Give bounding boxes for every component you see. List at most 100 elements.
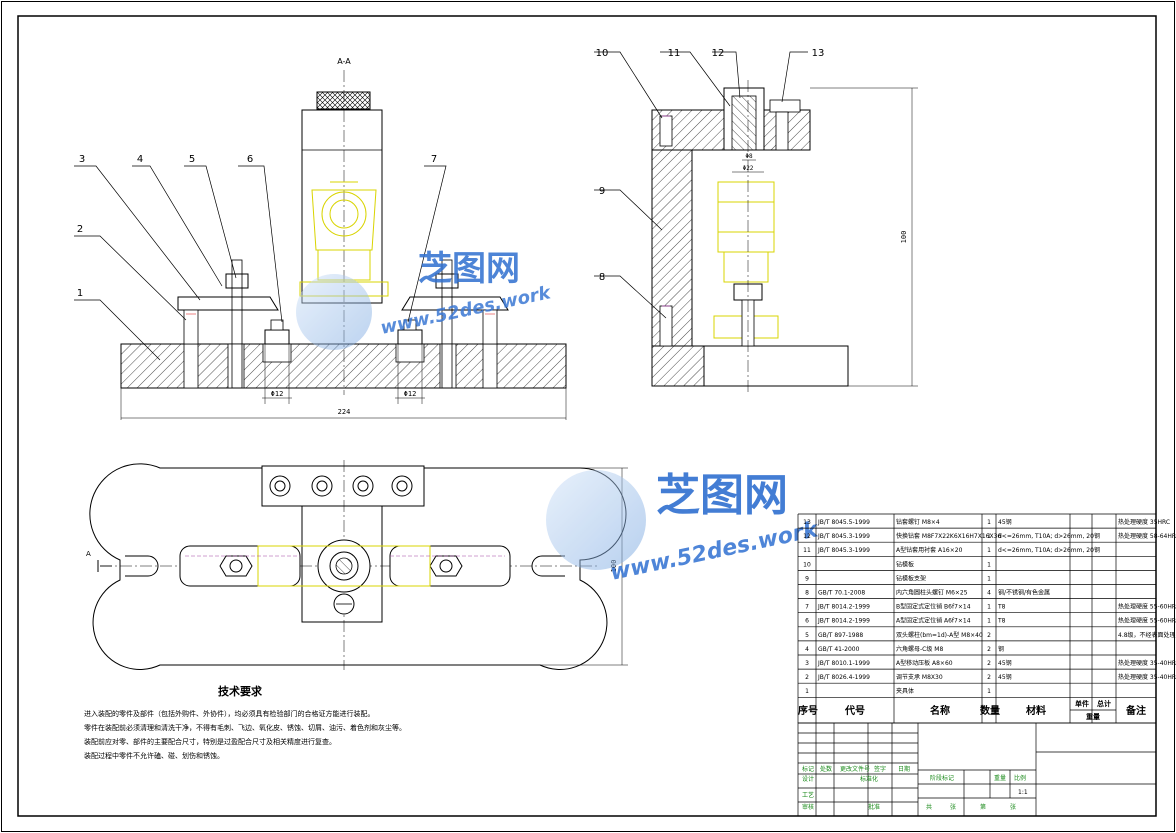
tb-sheets-unit1: 张 — [950, 803, 956, 811]
bom-material: T8 — [997, 618, 1006, 625]
bom-name: A型钻套用衬套 A16×20 — [896, 546, 963, 554]
balloon-2: 2 — [77, 224, 83, 235]
tech-requirements: 技术要求 进入装配的零件及部件（包括外购件、外协件），均必须具有检验部门的合格证… — [84, 684, 406, 760]
bom-name: 内六角圆柱头螺钉 M6×25 — [896, 589, 968, 597]
bom-header-qty: 数量 — [980, 704, 1000, 717]
bom-remark: 热处理硬度 55-60HRC — [1118, 617, 1176, 625]
front-section-view: A-A — [120, 57, 567, 420]
bom-material: d<=26mm, T10A; d>26mm, 20钢 — [998, 532, 1100, 540]
tech-line-3: 装配前应对零、部件的主要配合尺寸，特别是过盈配合尺寸及相关精度进行复查。 — [84, 737, 336, 746]
balloon-7: 7 — [431, 154, 437, 165]
balloon-1: 1 — [77, 288, 83, 299]
bom-qty: 1 — [987, 519, 991, 526]
bom-code: GB/T 70.1-2008 — [818, 590, 865, 597]
section-label: A-A — [337, 57, 351, 66]
bom-qty: 1 — [987, 533, 991, 540]
bom-material: T8 — [997, 604, 1006, 611]
bom-name: 钻模板 — [896, 560, 914, 568]
tb-scale-value: 1:1 — [1018, 789, 1028, 796]
bom-seq: 8 — [805, 590, 809, 597]
tb-review: 审核 — [802, 803, 814, 811]
bom-seq: 2 — [805, 674, 809, 681]
bom-qty: 4 — [987, 590, 991, 597]
bom-name: 双头螺柱(bm=1d)-A型 M8×40 — [896, 631, 983, 639]
bom-qty: 1 — [987, 688, 991, 695]
balloon-11: 11 — [668, 48, 681, 59]
bom-seq: 9 — [805, 575, 809, 582]
bom-qty: 1 — [987, 547, 991, 554]
tech-requirements-title: 技术要求 — [218, 684, 263, 698]
bom-qty: 2 — [987, 632, 991, 639]
view-arrow-label: A — [86, 550, 91, 558]
side-section-view: Φ8 Φ22 100 — [651, 80, 918, 395]
bom-remark: 热处理硬度 35HRC — [1118, 518, 1170, 526]
dim-side-height: 100 — [900, 231, 908, 244]
tb-col-sign: 签字 — [874, 765, 886, 773]
bom-header-code: 代号 — [844, 704, 865, 717]
bom-qty: 1 — [987, 561, 991, 568]
bom-code: GB/T 41-2000 — [818, 646, 860, 653]
bom-code: JB/T 8014.2-1999 — [817, 604, 870, 611]
bom-qty: 1 — [987, 618, 991, 625]
bom-material: 钢/不锈钢/有色金属 — [998, 589, 1050, 597]
balloon-13: 13 — [812, 48, 825, 59]
balloon-12: 12 — [712, 48, 725, 59]
bom-header-seq: 序号 — [798, 704, 818, 717]
bom-seq: 5 — [805, 632, 809, 639]
bom-seq: 4 — [805, 646, 809, 653]
watermark-top-text: 芝图网 — [418, 249, 520, 289]
watermark-bottom: 芝图网 www.52des.work — [546, 470, 822, 586]
tb-sheets-unit2: 张 — [1010, 803, 1016, 811]
bom-code: JB/T 8045.3-1999 — [817, 533, 870, 540]
bom-seq: 1 — [805, 688, 809, 695]
bom-qty: 2 — [987, 674, 991, 681]
bom-seq: 6 — [805, 618, 809, 625]
bom-qty: 2 — [987, 660, 991, 667]
tb-approve: 批准 — [868, 803, 880, 811]
bom-seq: 11 — [803, 547, 811, 554]
tb-col-mark: 标记 — [802, 765, 814, 773]
dim-side-small-dia: Φ8 — [745, 153, 753, 160]
bom-seq: 12 — [803, 533, 811, 540]
bom-remark: 热处理硬度 58-64HRC — [1118, 532, 1176, 540]
bom-remark: 热处理硬度 35-40HRC — [1118, 673, 1176, 681]
tb-col-count: 处数 — [820, 765, 832, 773]
balloon-10: 10 — [596, 48, 609, 59]
tb-weight: 重量 — [994, 774, 1006, 782]
bom-seq: 10 — [803, 561, 811, 568]
tb-design: 设计 — [802, 775, 814, 783]
bom-name: 调节支承 M8X30 — [896, 673, 943, 681]
balloon-4: 4 — [137, 154, 143, 165]
tb-stage: 阶段标记 — [930, 774, 954, 782]
bom-seq: 3 — [805, 660, 809, 667]
bom-code: JB/T 8045.3-1999 — [817, 547, 870, 554]
tb-scale-label: 比例 — [1014, 774, 1026, 782]
watermark-bottom-text: 芝图网 — [656, 470, 788, 521]
dim-front-width: 224 — [338, 408, 351, 416]
bom-code: JB/T 8010.1-1999 — [817, 660, 870, 667]
tech-line-1: 进入装配的零件及部件（包括外购件、外协件），均必须具有检验部门的合格证方能进行装… — [84, 709, 375, 718]
bom-remark: 热处理硬度 55-60HRC — [1118, 603, 1176, 611]
bom-code: JB/T 8014.2-1999 — [817, 618, 870, 625]
bom-material: 45钢 — [998, 659, 1012, 667]
bom-name: 钻模板支架 — [896, 574, 926, 582]
title-block — [797, 722, 1157, 817]
bom-name: B型固定式定位销 B6f7×14 — [896, 603, 971, 611]
dim-side-dia: Φ22 — [743, 165, 754, 172]
bom-header-total: 总计 — [1097, 699, 1111, 708]
bom-seq: 7 — [805, 604, 809, 611]
bom-material: 钢 — [998, 645, 1004, 653]
bom-header-unit: 单件 — [1075, 699, 1089, 708]
bom-seq: 13 — [803, 519, 811, 526]
dim-front-right-dia: Φ12 — [404, 390, 417, 398]
balloon-5: 5 — [189, 154, 195, 165]
watermark-top-url: www.52des.work — [379, 282, 554, 339]
dim-front-left-dia: Φ12 — [271, 390, 284, 398]
bom-material: 45钢 — [998, 673, 1012, 681]
balloon-3: 3 — [79, 154, 85, 165]
bom-remark: 4.8级，不经表面处理 — [1118, 631, 1176, 639]
tech-line-4: 装配过程中零件不允许磕、碰、划伤和锈蚀。 — [84, 751, 224, 760]
bom-name: 钻套螺钉 M8×4 — [896, 518, 940, 526]
tb-process: 工艺 — [802, 791, 814, 799]
